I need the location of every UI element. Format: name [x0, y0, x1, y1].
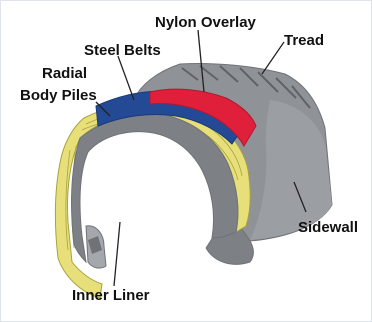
label-steel-belts: Steel Belts [84, 42, 161, 59]
label-tread: Tread [284, 32, 324, 49]
leader-steel-belts [118, 56, 134, 100]
label-nylon-overlay: Nylon Overlay [155, 14, 257, 31]
label-inner-liner: Inner Liner [72, 287, 150, 304]
label-radial-line1: Radial [42, 65, 87, 82]
leader-inner-liner [114, 222, 120, 286]
leader-tread [262, 42, 284, 74]
label-sidewall: Sidewall [298, 219, 358, 236]
label-radial-line2: Body Piles [20, 87, 97, 104]
